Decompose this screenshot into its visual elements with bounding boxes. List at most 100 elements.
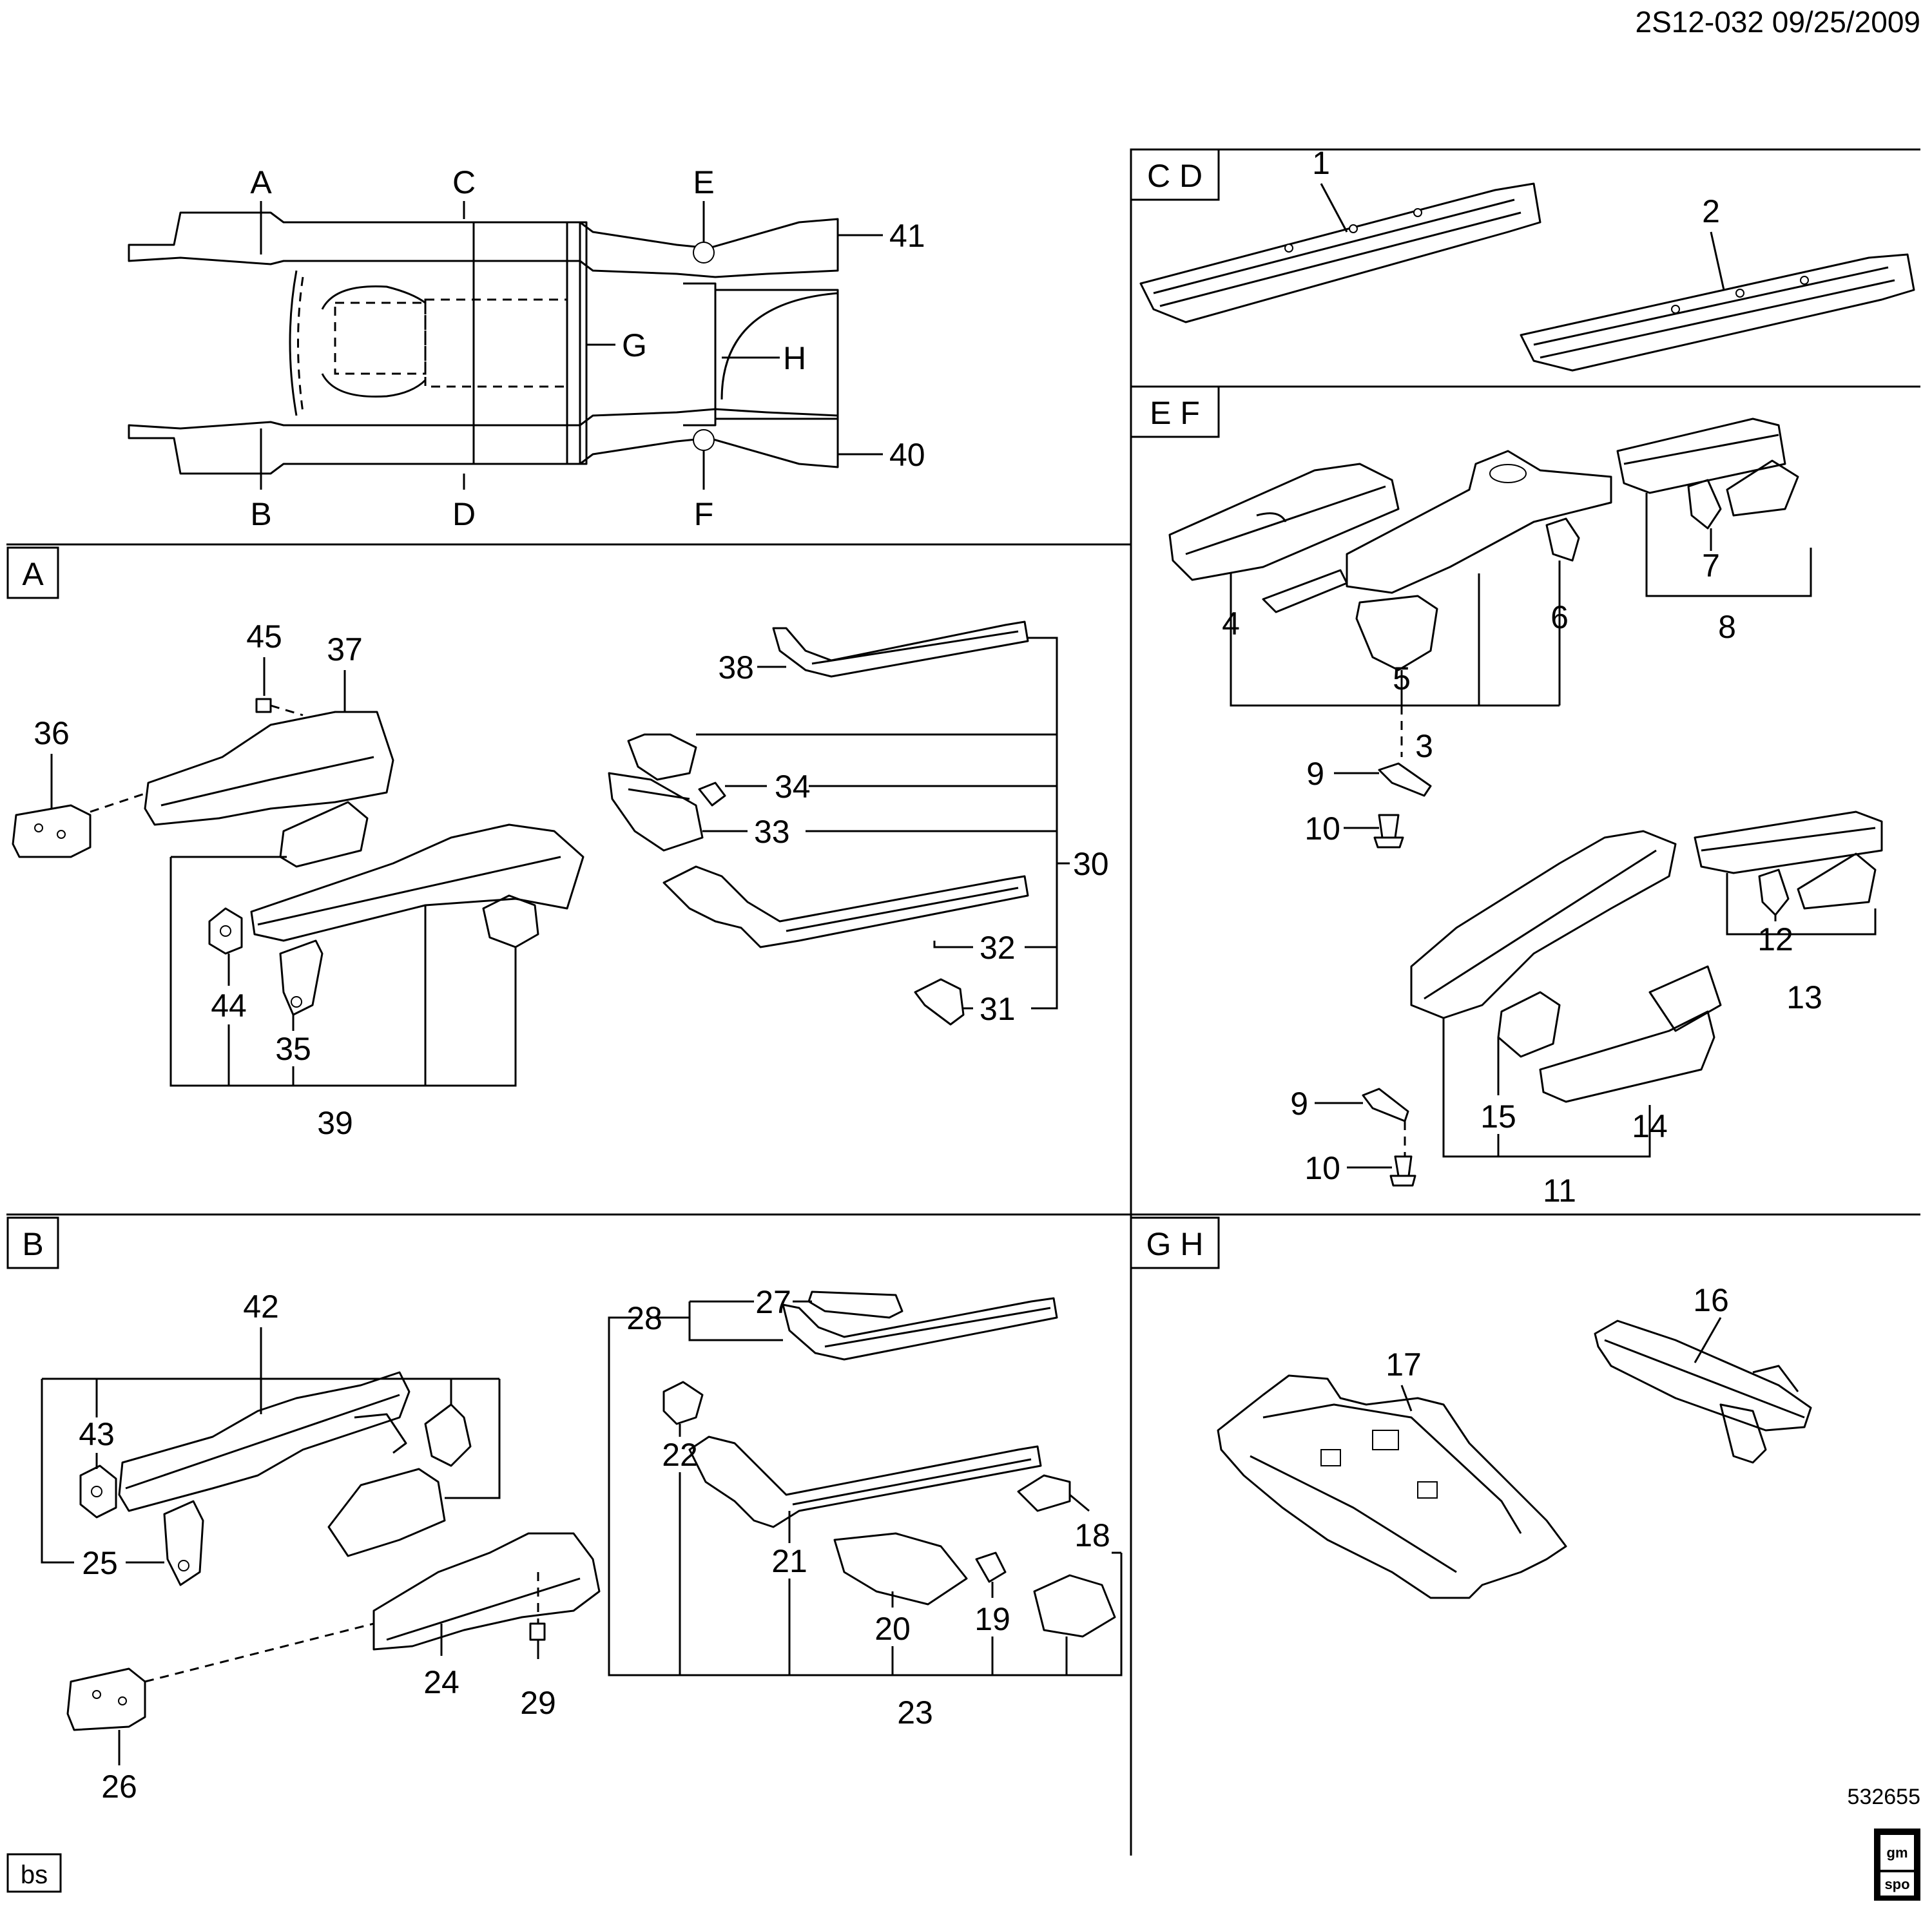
part-label-2: 2 [1702, 193, 1720, 229]
part-10-bolt-lower [1389, 1155, 1416, 1187]
part-label-25: 25 [82, 1545, 118, 1581]
part-label-34: 34 [775, 769, 811, 805]
part-34-clip [698, 782, 726, 807]
part-label-33: 33 [754, 814, 790, 850]
part-label-14: 14 [1632, 1108, 1668, 1144]
part-label-21: 21 [771, 1543, 807, 1579]
part-label-20: 20 [874, 1611, 911, 1647]
part-label-3: 3 [1415, 728, 1433, 764]
part-label-42: 42 [243, 1289, 279, 1325]
logo-gm: gm [1887, 1845, 1908, 1861]
part-45-clip [255, 698, 272, 713]
part-36-plate [12, 804, 92, 858]
part-label-7: 7 [1702, 548, 1720, 584]
part-label-5: 5 [1393, 660, 1411, 696]
part-label-29: 29 [520, 1685, 556, 1721]
part-7-bracket [1687, 459, 1799, 530]
part-22-bracket [662, 1381, 704, 1425]
part-label-37: 37 [327, 631, 363, 667]
overview-label-g: G [622, 327, 647, 363]
part-label-36: 36 [34, 715, 70, 751]
part-label-27: 27 [755, 1284, 791, 1320]
part-23-bracket [1033, 1574, 1116, 1638]
section-tag-b-label: B [22, 1226, 43, 1262]
part-15-bracket [1497, 991, 1561, 1058]
overview-label-a: A [250, 164, 272, 200]
part-label-17: 17 [1386, 1347, 1422, 1383]
part-4-rear-rail [1168, 463, 1400, 581]
part-28-rocker-inner [782, 1297, 1058, 1361]
part-label-26: 26 [101, 1769, 137, 1805]
part-label-19: 19 [974, 1601, 1010, 1637]
part-43-mount [79, 1464, 117, 1519]
overview-label-h: H [783, 340, 806, 376]
part-label-9-lower: 9 [1290, 1086, 1308, 1122]
overview-label-d: D [452, 496, 476, 532]
overview-label-c: C [452, 164, 476, 200]
part-14-rail-extension [1539, 965, 1722, 1103]
floor-frame-overview: A B C D E F G H 41 40 [128, 164, 925, 532]
part-1-rocker-rail [1139, 182, 1541, 323]
overview-label-40: 40 [889, 437, 925, 473]
section-tag-cd-label: C D [1147, 158, 1203, 194]
part-32-rocker-outer [662, 865, 1029, 948]
part-label-4: 4 [1222, 606, 1240, 642]
part-label-39: 39 [317, 1105, 353, 1141]
part-42-front-rail-assembly [118, 1371, 411, 1512]
part-label-31: 31 [980, 991, 1016, 1027]
part-label-8: 8 [1718, 609, 1736, 645]
part-label-35: 35 [275, 1031, 311, 1067]
section-tag-ef: E F [1130, 385, 1220, 438]
part-label-23: 23 [897, 1694, 933, 1731]
part-18-bracket [1017, 1474, 1071, 1512]
part-label-6: 6 [1550, 599, 1569, 635]
section-tag-gh: G H [1130, 1216, 1220, 1269]
section-tag-cd: C D [1130, 148, 1220, 201]
illustration-number: 532655 [1848, 1785, 1920, 1809]
part-9-bracket-lower [1362, 1088, 1409, 1122]
part-10-bolt-upper [1373, 814, 1404, 849]
section-tag-a-label: A [22, 556, 44, 592]
part-19-clip [975, 1551, 1007, 1583]
part-37-front-rail-extension [144, 711, 394, 826]
part-35-bracket [279, 939, 324, 1016]
overview-label-f: F [694, 496, 714, 532]
part-11-rear-rail-assembly [1410, 830, 1677, 1019]
part-5-bracket [1355, 595, 1438, 671]
part-29-clip [529, 1622, 546, 1641]
part-2-rocker-rail [1520, 253, 1915, 372]
logo-spo: spo [1884, 1876, 1909, 1892]
part-39-gusset [482, 894, 539, 948]
part-25-bracket [163, 1500, 204, 1586]
part-label-11: 11 [1543, 1173, 1576, 1209]
section-tag-a: A [6, 546, 59, 599]
part-8-rear-crossmember [1616, 418, 1786, 494]
part-33-bracket-assembly [608, 733, 704, 852]
part-label-28: 28 [626, 1300, 662, 1336]
part-31-bracket [914, 978, 965, 1026]
part-6-bracket [1545, 517, 1580, 562]
gm-spo-logo-icon: gm spo [1874, 1829, 1920, 1901]
section-tag-b: B [6, 1216, 59, 1269]
part-label-45: 45 [246, 619, 282, 655]
part-44-mount [208, 907, 243, 955]
part-12-bracket [1758, 852, 1877, 916]
overview-label-e: E [693, 164, 714, 200]
part-label-12: 12 [1757, 921, 1793, 957]
part-label-18: 18 [1074, 1517, 1110, 1553]
part-label-10-upper: 10 [1304, 811, 1340, 847]
part-label-10-lower: 10 [1304, 1150, 1340, 1186]
bs-badge: bs [6, 1853, 62, 1893]
diagram-reference: 2S12-032 09/25/2009 [1635, 5, 1920, 39]
part-label-16: 16 [1693, 1282, 1729, 1318]
part-38-rocker-inner [772, 620, 1029, 678]
bs-badge-label: bs [21, 1861, 48, 1889]
part-label-30: 30 [1073, 846, 1109, 882]
part-label-1: 1 [1312, 145, 1330, 181]
part-16-rear-crossmember [1594, 1320, 1812, 1464]
overview-label-b: B [250, 496, 271, 532]
part-26-plate [66, 1667, 146, 1731]
part-42-bracket [424, 1403, 472, 1467]
part-label-44: 44 [211, 988, 247, 1024]
